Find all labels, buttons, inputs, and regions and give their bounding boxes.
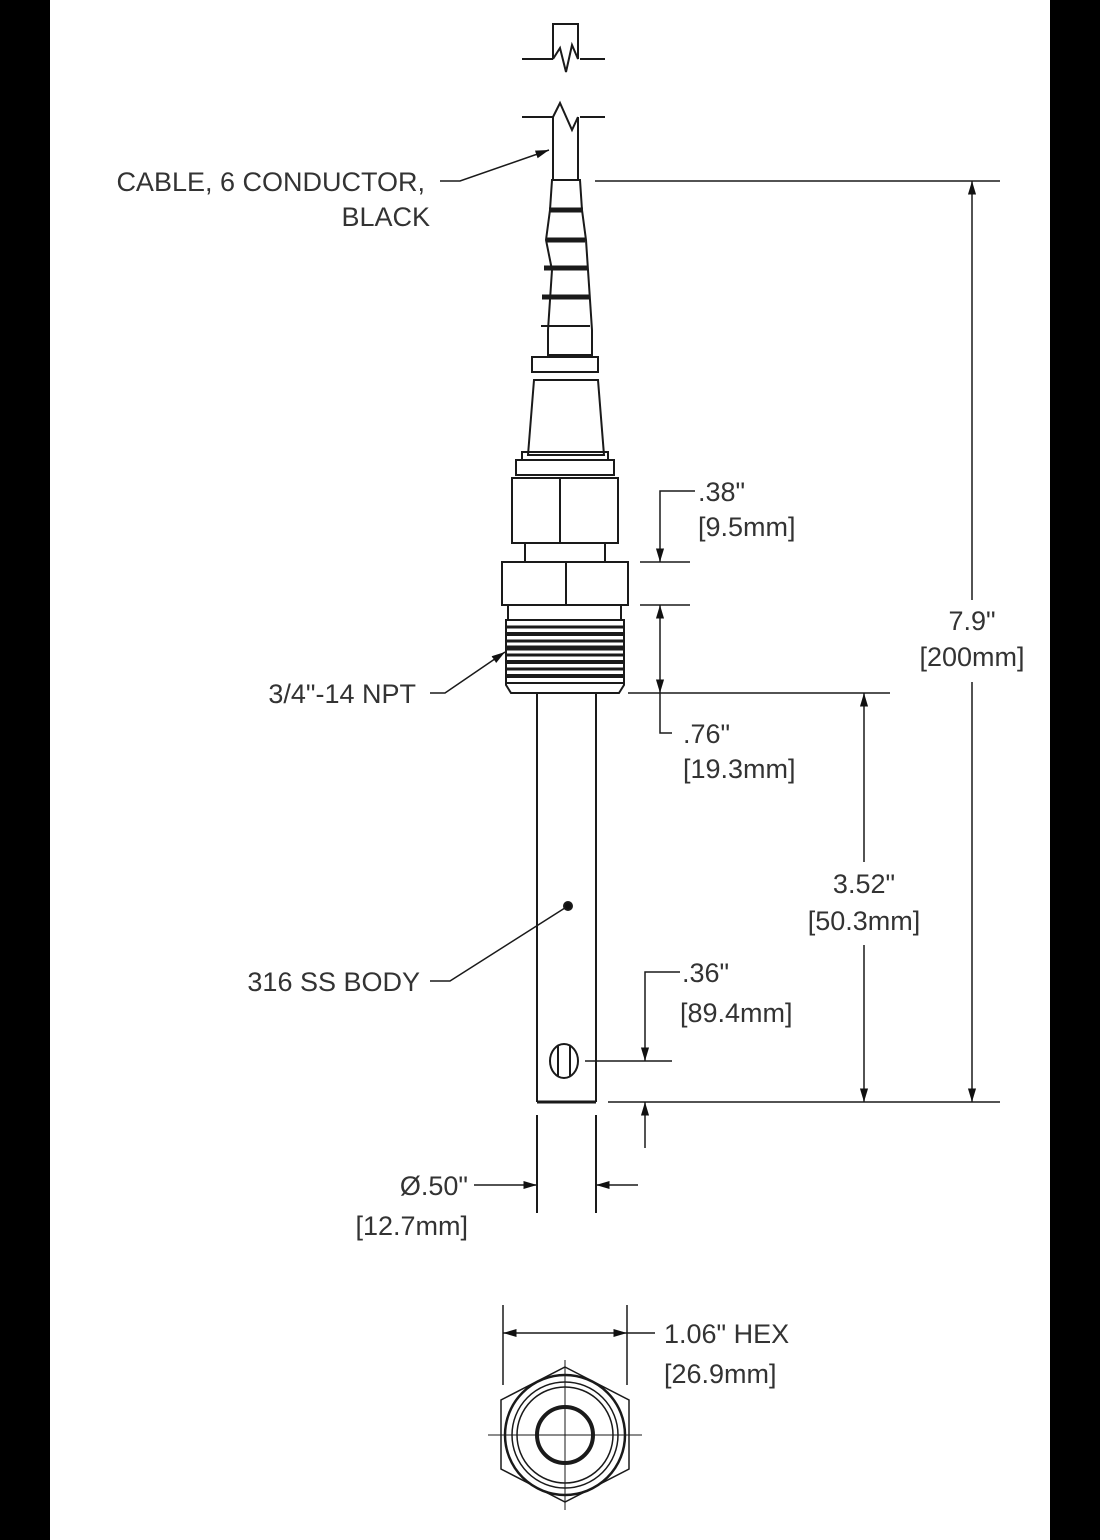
overall-length-mm: [200mm] [919,642,1024,672]
hex-height-mm: [9.5mm] [698,512,796,542]
hex-size-mm: [26.9mm] [664,1359,777,1389]
sensor-drawing: CABLE, 6 CONDUCTOR, BLACK 3/4"-14 NPT 31… [116,23,1025,1510]
hex-size-in: 1.06" HEX [664,1319,789,1349]
compression-nut [511,459,619,563]
dim-hex-height [655,490,695,562]
thread-callout: 3/4"-14 NPT [268,679,416,709]
body-leader [430,901,573,982]
cable-callout-line2: BLACK [341,202,430,232]
end-view [488,1305,655,1510]
body-length-mm: [50.3mm] [808,906,921,936]
drawing-sheet: CABLE, 6 CONDUCTOR, BLACK 3/4"-14 NPT 31… [50,0,1050,1540]
cable-break-bottom [522,100,605,180]
thread-length-mm: [19.3mm] [683,754,796,784]
body-hex [501,561,629,606]
overall-length-in: 7.9" [948,606,995,636]
body-callout: 316 SS BODY [247,967,420,997]
extension-lines [585,180,1000,1103]
diameter-mm: [12.7mm] [355,1211,468,1241]
npt-thread [505,604,625,694]
dim-thread-length [655,605,672,734]
cable-callout-line1: CABLE, 6 CONDUCTOR, [116,167,425,197]
dim-hole-offset [640,971,680,1148]
thread-leader [430,651,506,694]
diameter-in: Ø.50" [400,1171,468,1201]
cable-break-top [522,23,605,73]
body-length-in: 3.52" [833,869,895,899]
hex-height-in: .38" [698,477,745,507]
strain-relief [521,179,609,461]
cable-leader [440,149,550,182]
hole-offset-mm: [89.4mm] [680,998,793,1028]
sensor-body-tube [536,693,597,1213]
hole-offset-in: .36" [682,958,729,988]
thread-length-in: .76" [683,719,730,749]
